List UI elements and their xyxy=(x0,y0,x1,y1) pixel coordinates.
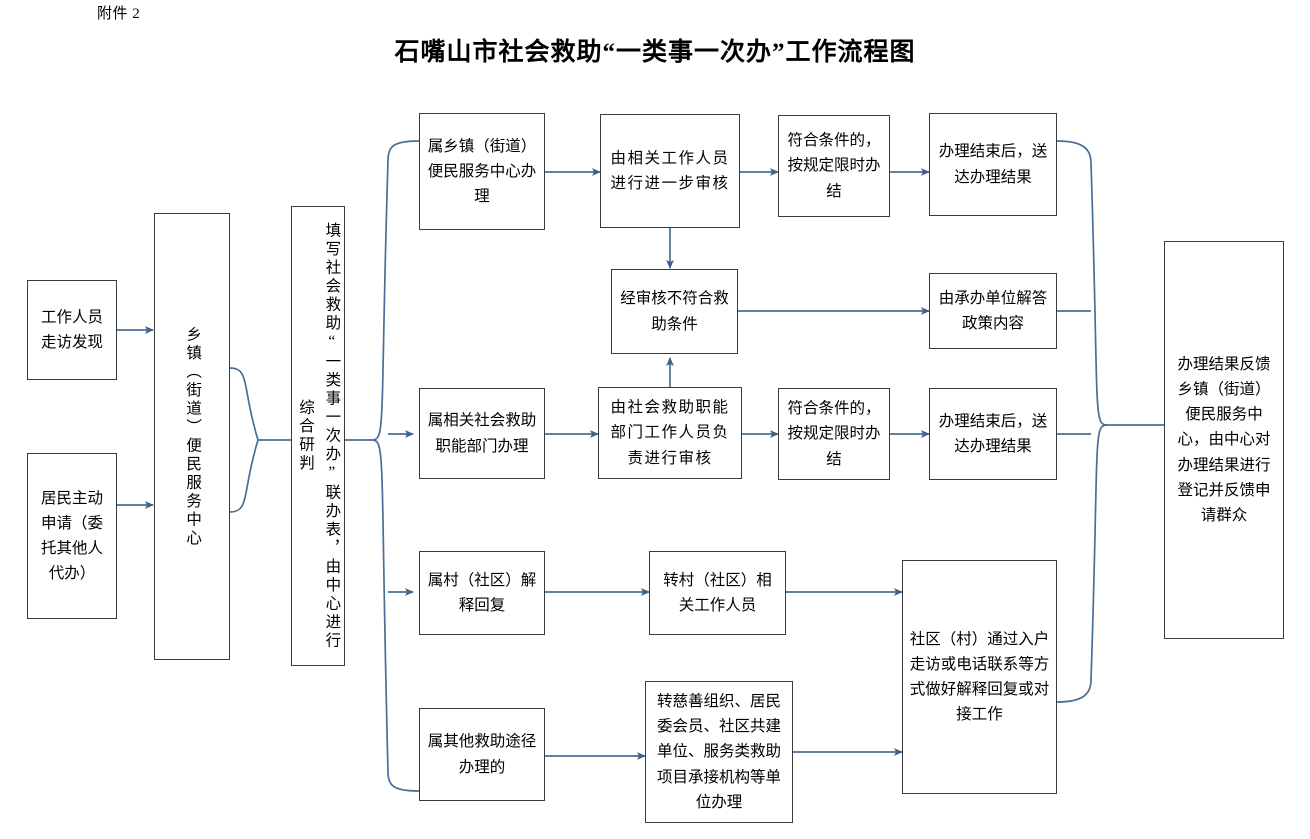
node-further-review[interactable]: 由相关工作人员进行进一步审核 xyxy=(600,114,740,228)
node-qualified-top[interactable]: 符合条件的，按规定限时办结 xyxy=(778,115,890,217)
node-transfer-charity[interactable]: 转慈善组织、居民委会员、社区共建单位、服务类救助项目承接机构等单位办理 xyxy=(645,681,793,823)
node-township-center[interactable]: 乡镇（街道）便民服务中心 xyxy=(154,213,230,660)
node-transfer-village[interactable]: 转村（社区）相关工作人员 xyxy=(649,551,786,635)
node-policy-answer[interactable]: 由承办单位解答政策内容 xyxy=(929,273,1057,349)
attachment-label: 附件 2 xyxy=(97,6,141,22)
node-final-feedback[interactable]: 办理结果反馈乡镇（街道）便民服务中心，由中心对办理结果进行登记并反馈申请群众 xyxy=(1164,241,1284,639)
node-branch-township[interactable]: 属乡镇（街道）便民服务中心办理 xyxy=(419,113,545,230)
node-staff-visit[interactable]: 工作人员走访发现 xyxy=(27,280,117,380)
node-fill-form[interactable]: 填写社会救助“一类事一次办”联办表，由中心进行综合研判 xyxy=(291,206,345,666)
node-qualified-mid[interactable]: 符合条件的，按规定限时办结 xyxy=(778,388,890,480)
edge-spine-down xyxy=(371,439,389,773)
page-title: 石嘴山市社会救助“一类事一次办”工作流程图 xyxy=(394,39,916,66)
node-resident-apply[interactable]: 居民主动申请（委托其他人代办） xyxy=(27,453,117,619)
node-not-qualified[interactable]: 经审核不符合救助条件 xyxy=(611,269,738,354)
edge-right-spine-up xyxy=(1090,162,1108,426)
node-branch-village[interactable]: 属村（社区）解释回复 xyxy=(419,551,545,635)
edge-right-in-1 xyxy=(1056,140,1092,164)
node-deliver-top[interactable]: 办理结束后，送达办理结果 xyxy=(929,113,1057,216)
edge-brace-top xyxy=(229,367,259,441)
node-branch-department[interactable]: 属相关社会救助职能部门办理 xyxy=(419,388,545,479)
edge-spine-up xyxy=(371,159,389,441)
edge-branch-other xyxy=(387,771,420,792)
node-department-review[interactable]: 由社会救助职能部门工作人员负责进行审核 xyxy=(598,387,742,479)
node-branch-other[interactable]: 属其他救助途径办理的 xyxy=(419,708,545,801)
edge-branch-township xyxy=(387,140,420,161)
node-deliver-mid[interactable]: 办理结束后，送达办理结果 xyxy=(929,388,1057,480)
edge-right-in-4 xyxy=(1056,679,1092,703)
edge-right-spine-down xyxy=(1090,424,1108,681)
node-community-followup[interactable]: 社区（村）通过入户走访或电话联系等方式做好解释回复或对接工作 xyxy=(902,560,1057,794)
edge-brace-bottom xyxy=(229,439,259,513)
